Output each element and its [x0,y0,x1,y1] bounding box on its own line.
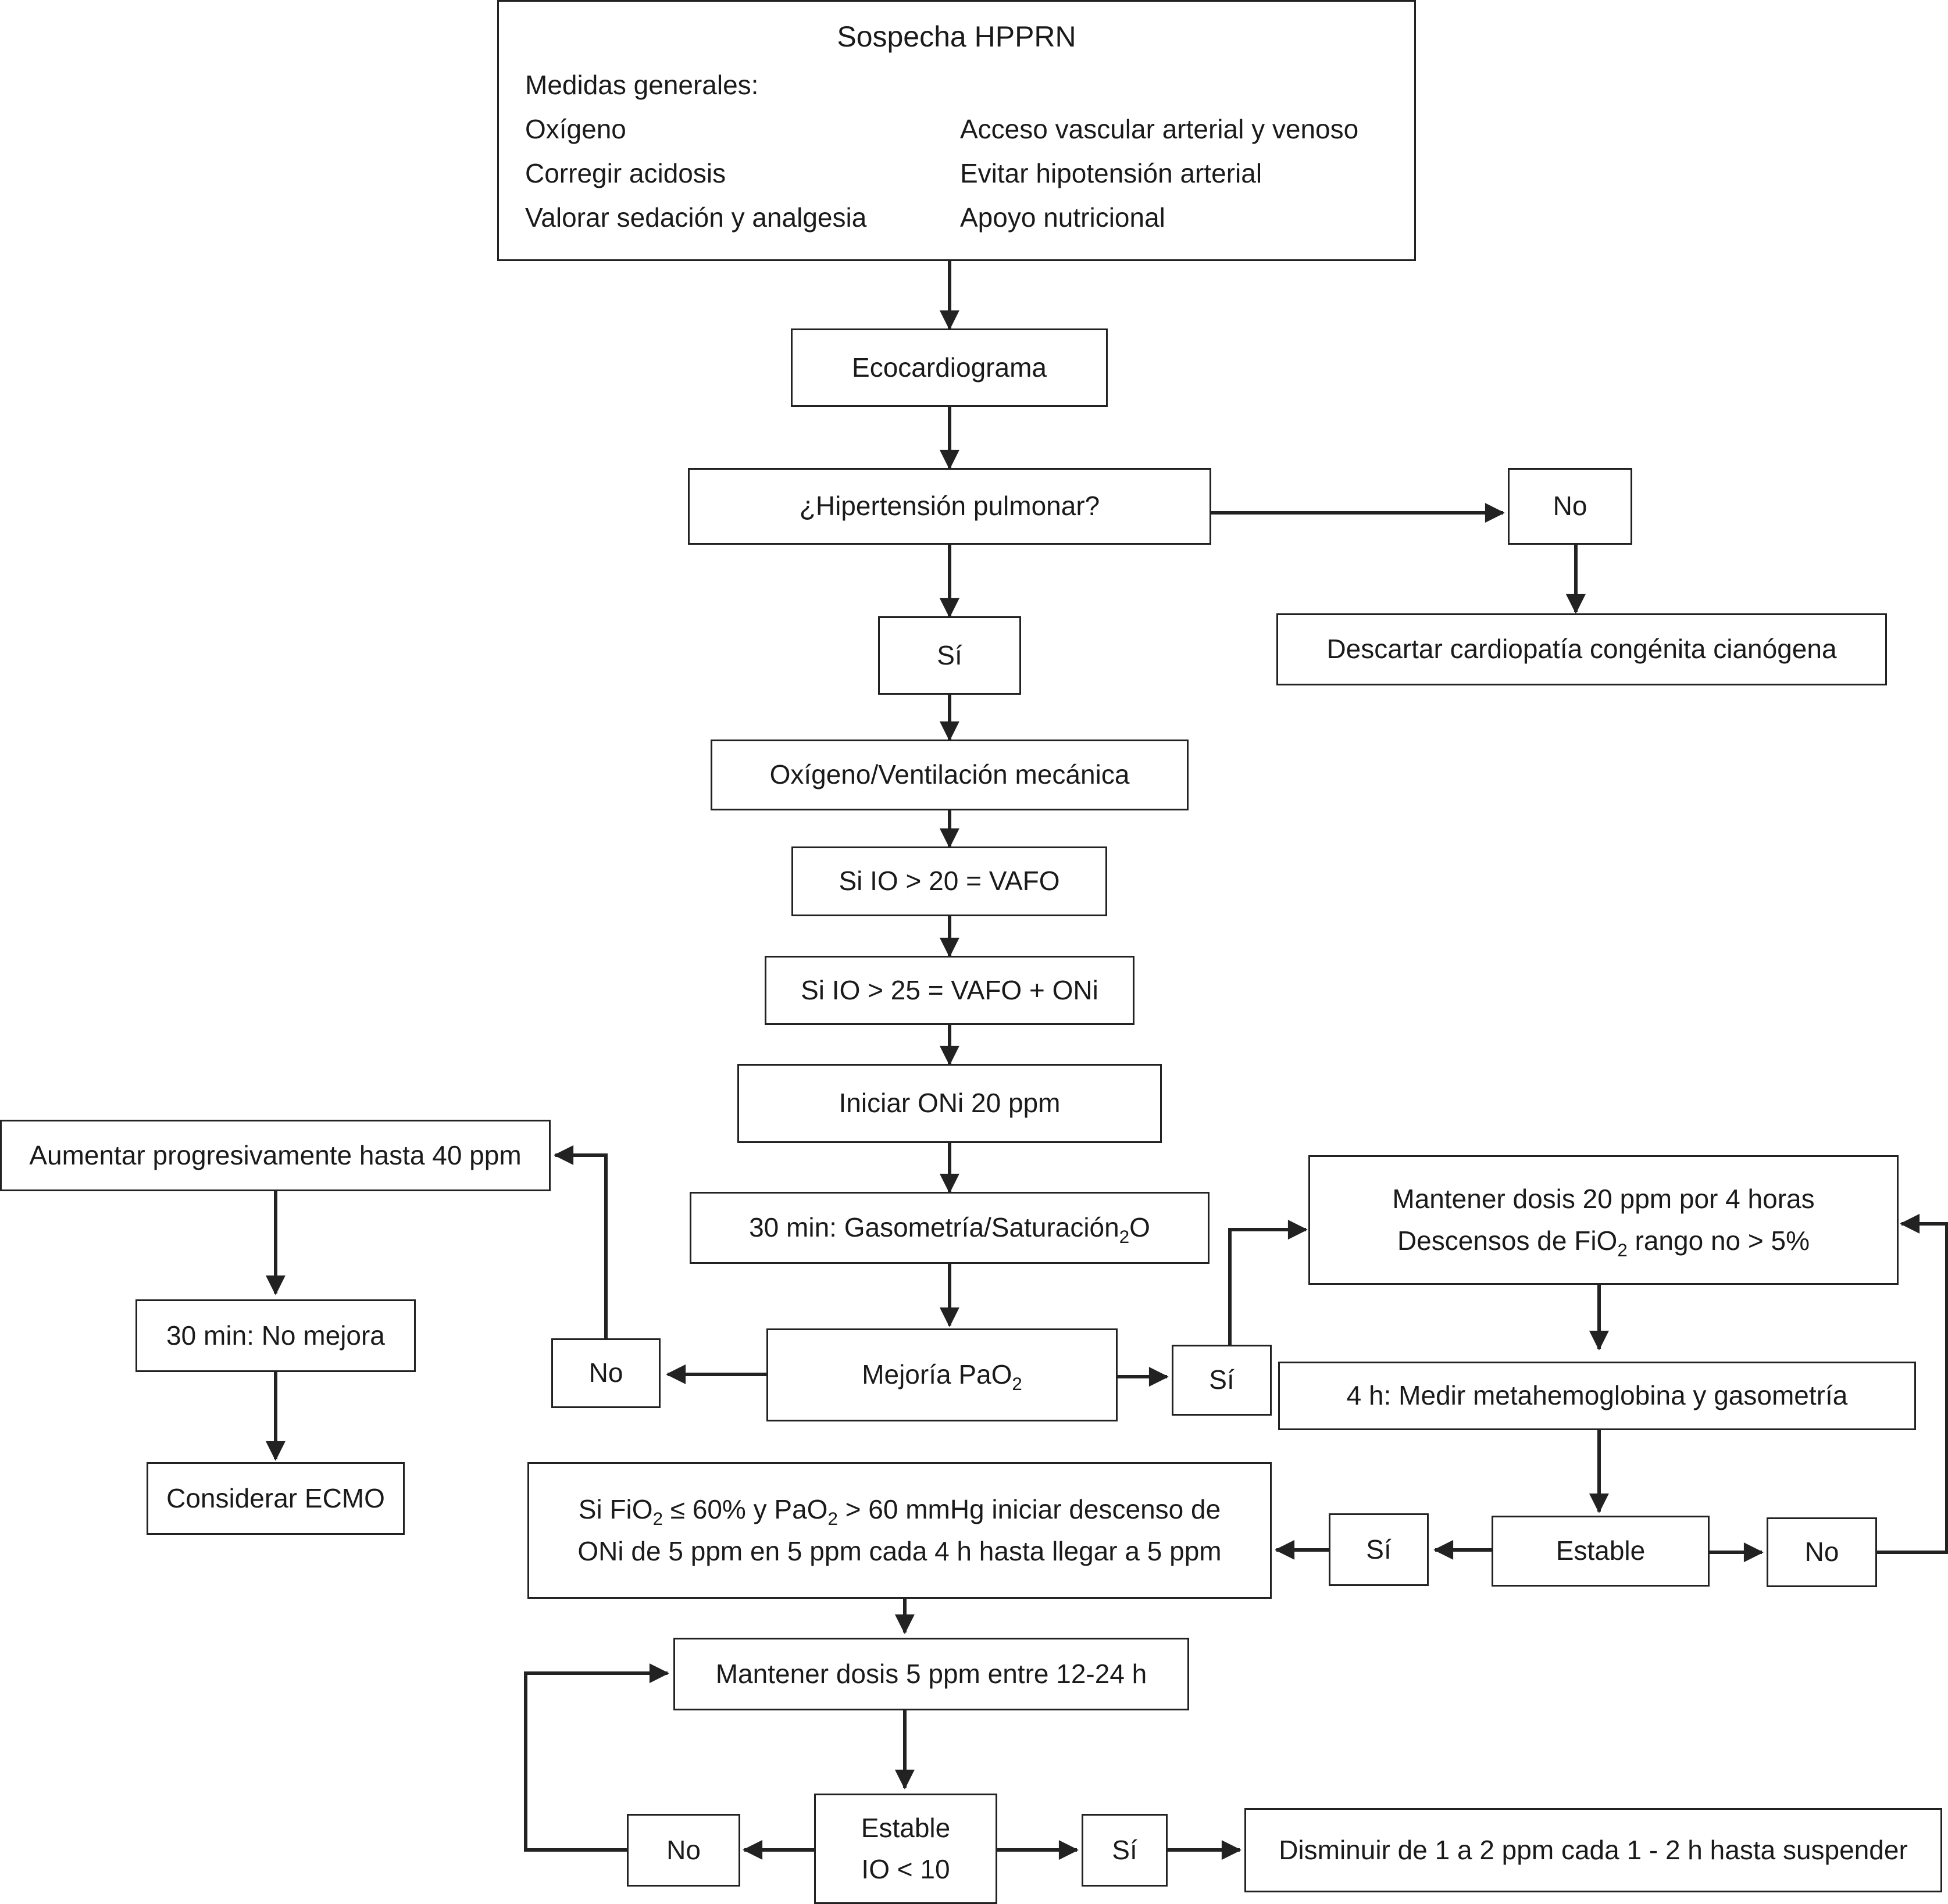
node-descenso-line2: ONi de 5 ppm en 5 ppm cada 4 h hasta lle… [577,1535,1222,1566]
node-mejoria-label: Mejoría PaO2 [862,1354,1022,1395]
descenso-text-a: Si FiO [578,1494,653,1525]
node-30min-no-mejora: 30 min: No mejora [135,1299,416,1372]
node-ecmo-label: Considerar ECMO [166,1483,385,1513]
node-si-estable: Sí [1329,1513,1429,1586]
node-no-estable-io: No [627,1814,740,1887]
node-aumentar-label: Aumentar progresivamente hasta 40 ppm [29,1139,522,1170]
descenso-text-c: > 60 mmHg iniciar descenso de [837,1494,1221,1525]
node-estable-io10: Estable IO < 10 [814,1794,997,1904]
general-measures-label: Medidas generales: [525,70,759,100]
node-si-estable-io: Sí [1082,1814,1168,1887]
node-si-mejoria: Sí [1172,1345,1272,1416]
node-no-mejoria-label: No [588,1358,623,1388]
fio2-subscript: 2 [1617,1239,1628,1260]
node-no-hipertension: No [1508,468,1632,545]
measure-evitar-hipotension: Evitar hipotensión arterial [960,158,1262,188]
node-hipertension-label: ¿Hipertensión pulmonar? [799,491,1100,521]
node-mejoria-pao2: Mejoría PaO2 [766,1328,1118,1421]
measure-corregir-acidosis: Corregir acidosis [525,158,726,188]
node-descenso-oni: Si FiO2 ≤ 60% y PaO2 > 60 mmHg iniciar d… [527,1462,1272,1599]
diagram-title: Sospecha HPPRN [837,20,1076,53]
mejoria-subscript: 2 [1012,1374,1022,1395]
gasometria-subscript: 2 [1119,1227,1130,1248]
node-medir-metahemoglobina: 4 h: Medir metahemoglobina y gasometría [1278,1362,1916,1430]
node-mantener-5ppm-label: Mantener dosis 5 ppm entre 12-24 h [715,1658,1147,1689]
node-considerar-ecmo: Considerar ECMO [147,1462,405,1535]
fio2-range-text: rango no > 5% [1627,1225,1810,1256]
node-estable-1: Estable [1492,1516,1710,1587]
node-io-20-label: Si IO > 20 = VAFO [839,866,1060,896]
node-aumentar-40ppm: Aumentar progresivamente hasta 40 ppm [0,1120,551,1191]
node-ecocardiograma: Ecocardiograma [791,328,1108,407]
node-descenso-line1: Si FiO2 ≤ 60% y PaO2 > 60 mmHg iniciar d… [579,1489,1221,1530]
mejoria-text: Mejoría PaO [862,1359,1012,1390]
measure-apoyo-nutricional: Apoyo nutricional [960,202,1165,233]
general-measures-box: Sospecha HPPRN Medidas generales: Oxígen… [497,0,1416,261]
node-si-estable-label: Sí [1366,1534,1392,1564]
descenso-text-b: ≤ 60% y PaO [662,1494,828,1525]
node-si-hipertension-label: Sí [937,640,962,670]
arrow-no-to-aumentar [554,1145,608,1338]
node-no-hipertension-label: No [1553,491,1587,521]
node-gasometria-30min: 30 min: Gasometría/Saturación2O [690,1192,1210,1264]
node-si-estable-io-label: Sí [1112,1834,1137,1865]
node-si-hipertension: Sí [878,616,1021,695]
node-no-estable-io-label: No [666,1834,701,1865]
measure-sedacion: Valorar sedación y analgesia [525,202,867,233]
arrow-no-to-mantener20 [1877,1213,1948,1554]
descenso-subscript-2: 2 [827,1509,838,1530]
arrow-no-to-mantener5 [524,1663,669,1852]
node-oxigeno-ventilacion-label: Oxígeno/Ventilación mecánica [769,759,1130,790]
node-si-mejoria-label: Sí [1209,1364,1235,1395]
gasometria-text: 30 min: Gasometría/Saturación [749,1212,1119,1243]
node-oxigeno-ventilacion: Oxígeno/Ventilación mecánica [711,740,1189,810]
node-io-25-label: Si IO > 25 = VAFO + ONi [801,974,1098,1005]
node-no-mejora-label: 30 min: No mejora [166,1320,385,1351]
node-estable-1-label: Estable [1555,1535,1646,1566]
fio2-text: Descensos de FiO [1397,1225,1618,1256]
node-estable-io10-line1: Estable [861,1812,951,1843]
node-descartar-label: Descartar cardiopatía congénita cianógen… [1326,634,1837,665]
node-mantener-20ppm: Mantener dosis 20 ppm por 4 horas Descen… [1308,1155,1899,1285]
node-io-20: Si IO > 20 = VAFO [791,846,1107,916]
node-mantener-5ppm: Mantener dosis 5 ppm entre 12-24 h [673,1638,1189,1710]
node-ecocardiograma-label: Ecocardiograma [852,352,1047,383]
node-medir-label: 4 h: Medir metahemoglobina y gasometría [1346,1380,1848,1411]
measure-acceso-vascular: Acceso vascular arterial y venoso [960,114,1359,144]
node-iniciar-oni-label: Iniciar ONi 20 ppm [839,1088,1061,1119]
arrow-si-to-mantener20 [1228,1220,1308,1345]
node-descartar-cardiopatia: Descartar cardiopatía congénita cianógen… [1276,613,1887,685]
descenso-subscript-1: 2 [652,1509,663,1530]
node-gasometria-label: 30 min: Gasometría/Saturación2O [749,1207,1150,1248]
gasometria-suffix: O [1129,1212,1150,1243]
measure-oxigeno: Oxígeno [525,114,626,144]
node-no-mejoria: No [551,1338,661,1408]
node-hipertension-pulmonar: ¿Hipertensión pulmonar? [688,468,1211,545]
node-no-estable-label: No [1804,1537,1839,1567]
node-iniciar-oni: Iniciar ONi 20 ppm [737,1064,1162,1143]
node-disminuir-label: Disminuir de 1 a 2 ppm cada 1 - 2 h hast… [1279,1834,1908,1865]
node-io-25: Si IO > 25 = VAFO + ONi [765,956,1134,1025]
node-mantener-20ppm-line2: Descensos de FiO2 rango no > 5% [1397,1220,1810,1262]
node-disminuir-suspender: Disminuir de 1 a 2 ppm cada 1 - 2 h hast… [1244,1808,1942,1892]
node-mantener-20ppm-line1: Mantener dosis 20 ppm por 4 horas [1392,1184,1815,1214]
node-no-estable: No [1767,1517,1877,1587]
node-estable-io10-line2: IO < 10 [861,1854,950,1884]
